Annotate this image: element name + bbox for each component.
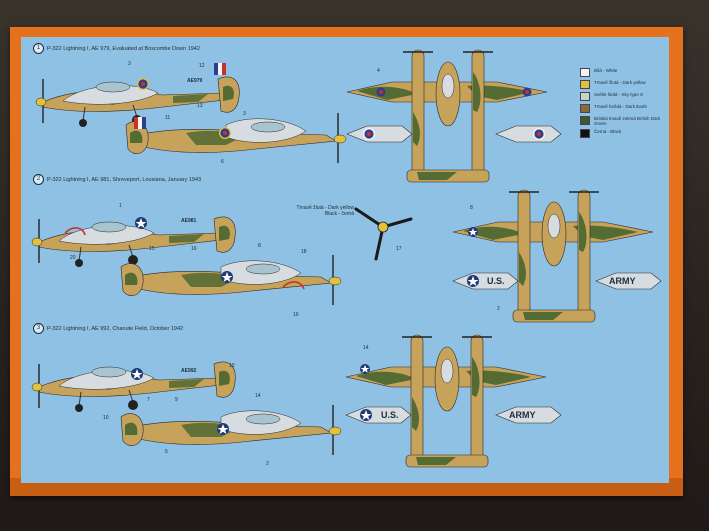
- profile-2-sharkmouth-starboard: [282, 281, 305, 290]
- profile-2-wing-us: U.S.: [487, 276, 505, 286]
- profile-2-star-side: [135, 217, 147, 229]
- legend-row: Světle šedá - Sky type S: [580, 92, 665, 101]
- profile-1-roundel-side: [137, 78, 149, 90]
- profile-1-roundel-top-left: [376, 87, 386, 97]
- color-legend: Bílá - White Tmavě žlutá - Dark yellow S…: [580, 68, 665, 141]
- legend-swatch: [580, 129, 590, 138]
- legend-label: Tmavě hnědá - Dark Earth: [594, 104, 648, 109]
- callout-7: 7: [147, 397, 150, 403]
- profile-number-1: 1: [33, 43, 44, 54]
- callout-5: 5: [165, 449, 168, 455]
- profile-1-starboard-side: [125, 112, 347, 164]
- propeller-label-line1: Tmavě žlutá - Dark yellow: [296, 205, 354, 211]
- legend-swatch: [580, 80, 590, 89]
- profile-2-star-top: [468, 227, 478, 237]
- profile-caption-text-2: P-322 Lightning I, AE 981, Shreveport, L…: [47, 176, 202, 183]
- aircraft-artwork: AE979 AE981 U.S. ARMY AE992 U.S. ARMY: [31, 49, 662, 468]
- profile-number-2: 2: [33, 174, 44, 185]
- callout-13: 13: [197, 103, 203, 109]
- callout-10b: 10: [103, 415, 109, 421]
- callout-8b: 8: [470, 205, 473, 211]
- profile-3-serial: AE992: [181, 368, 197, 374]
- legend-label: Bílá - White: [594, 68, 618, 73]
- callout-1: 1: [119, 203, 122, 209]
- legend-row: Černá - Black: [580, 129, 665, 138]
- legend-swatch: [580, 116, 590, 125]
- profile-number-3: 3: [33, 323, 44, 334]
- profile-caption-text-1: P-322 Lightning I, AE 979, Evaluated at …: [47, 45, 200, 52]
- profile-caption-text-3: P-322 Lightning I, AE 992, Chanute Field…: [47, 325, 184, 332]
- callout-14b: 14: [363, 345, 369, 351]
- legend-label: Černá - Black: [594, 129, 622, 134]
- profile-1-fin-flash-starboard: [134, 117, 146, 129]
- profile-3-star-under: [360, 409, 372, 421]
- profile-2-port-side: [31, 216, 237, 268]
- callout-6: 6: [221, 159, 224, 165]
- callout-15: 15: [149, 246, 155, 252]
- callout-3b: 3: [243, 111, 246, 117]
- callout-9: 9: [175, 397, 178, 403]
- callout-11: 11: [165, 115, 170, 121]
- profile-3-under-wing-left: [345, 406, 412, 424]
- callout-4: 4: [377, 68, 380, 74]
- legend-swatch: [580, 104, 590, 113]
- callout-8: 8: [258, 243, 261, 249]
- profile-1-serial: AE979: [187, 78, 203, 84]
- profile-2-star-starboard: [221, 271, 233, 283]
- profile-1-under-wing-right: [495, 125, 562, 143]
- profile-3-star-starboard: [217, 423, 229, 435]
- profile-2-wing-army: ARMY: [609, 276, 636, 286]
- profile-1-roundel-top-right: [522, 87, 532, 97]
- propeller-diagram: [354, 207, 413, 261]
- legend-swatch: [580, 92, 590, 101]
- profile-2-under-wing-left: [452, 272, 519, 290]
- legend-row: Bílá - White: [580, 68, 665, 77]
- profile-1-fin-flash: [214, 63, 226, 75]
- callout-14: 14: [255, 393, 261, 399]
- callout-20: 20: [70, 255, 76, 261]
- legend-row: Tmavě žlutá - Dark yellow: [580, 80, 665, 89]
- profile-3-wing-army: ARMY: [509, 410, 536, 420]
- callout-10: 10: [229, 363, 235, 369]
- legend-label: Tmavě žlutá - Dark yellow: [594, 80, 646, 85]
- callout-3: 3: [128, 61, 131, 67]
- callout-16: 16: [191, 246, 197, 252]
- profile-1-roundel-under-left: [363, 128, 375, 140]
- profile-3-star-side: [131, 368, 143, 380]
- profile-2-top-view: [452, 189, 654, 323]
- profile-1-roundel-starboard: [219, 127, 231, 139]
- callout-2b: 2: [266, 461, 269, 467]
- legend-label: Britská tmavě zelená British Dark Green: [594, 116, 661, 126]
- legend-row: Tmavě hnědá - Dark Earth: [580, 104, 665, 113]
- callout-18: 18: [301, 249, 307, 255]
- legend-row: Britská tmavě zelená British Dark Green: [580, 116, 665, 126]
- legend-swatch: [580, 68, 590, 77]
- callout-17: 17: [396, 246, 402, 252]
- propeller-label: Tmavě žlutá - Dark yellow Black - černá: [268, 205, 354, 217]
- profile-3-starboard-side: [120, 404, 342, 456]
- profile-3-wing-us: U.S.: [381, 410, 399, 420]
- callout-2: 2: [497, 306, 500, 312]
- propeller-label-line2: Black - černá: [324, 211, 354, 217]
- profile-3-star-top: [360, 364, 370, 374]
- profile-2-star-under: [467, 275, 479, 287]
- profile-2-serial: AE981: [181, 218, 197, 224]
- callout-12: 12: [199, 63, 205, 69]
- profile-3-top-view: [345, 334, 547, 468]
- profile-1-roundel-under-right: [533, 128, 545, 140]
- callout-19: 19: [293, 312, 299, 318]
- legend-label: Světle šedá - Sky type S: [594, 92, 644, 97]
- profile-2-sharkmouth: [64, 227, 86, 236]
- profile-1-under-wing-left: [346, 125, 413, 143]
